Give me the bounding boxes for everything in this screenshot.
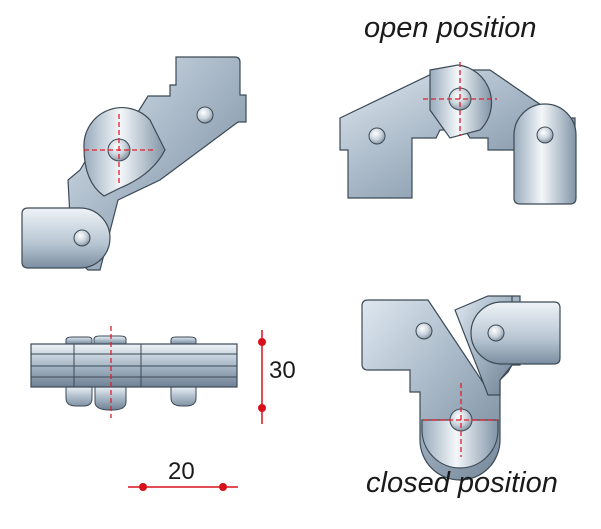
side-view	[30, 326, 238, 418]
height-dimension-label: 30	[269, 357, 296, 384]
open-position-view	[339, 62, 577, 205]
width-dimension-left-dot	[139, 483, 147, 491]
height-dimension	[258, 330, 266, 424]
open-position-knuckle-hole	[536, 126, 554, 144]
side-view-lower-bosses	[65, 385, 197, 411]
closed-position-view	[361, 295, 561, 481]
height-dimension-top-dot	[258, 338, 266, 346]
closed-position-bottom-knuckle	[421, 419, 499, 469]
open-position-centerlines	[423, 62, 497, 136]
angled-view-screw-hole	[196, 106, 214, 124]
side-view-layer-lines	[31, 344, 237, 387]
angled-view-knuckle-hole	[73, 229, 91, 247]
closed-position-caption: closed position	[366, 467, 558, 499]
open-position-caption: open position	[364, 12, 537, 44]
closed-position-right-knuckle	[470, 301, 561, 365]
angled-view	[21, 56, 247, 271]
angled-view-left-knuckle	[21, 207, 111, 269]
width-dimension-right-dot	[219, 483, 227, 491]
open-position-screw-hole	[368, 127, 386, 145]
side-view-upper-bosses	[65, 335, 197, 346]
closed-position-screw-hole	[415, 322, 433, 340]
closed-position-centerlines	[424, 383, 498, 457]
height-dimension-bottom-dot	[258, 404, 266, 412]
width-dimension	[128, 483, 238, 491]
width-dimension-label: 20	[168, 458, 195, 485]
closed-position-knuckle-hole	[487, 324, 505, 342]
open-position-right-knuckle	[513, 103, 577, 205]
angled-view-centerlines	[84, 114, 156, 186]
